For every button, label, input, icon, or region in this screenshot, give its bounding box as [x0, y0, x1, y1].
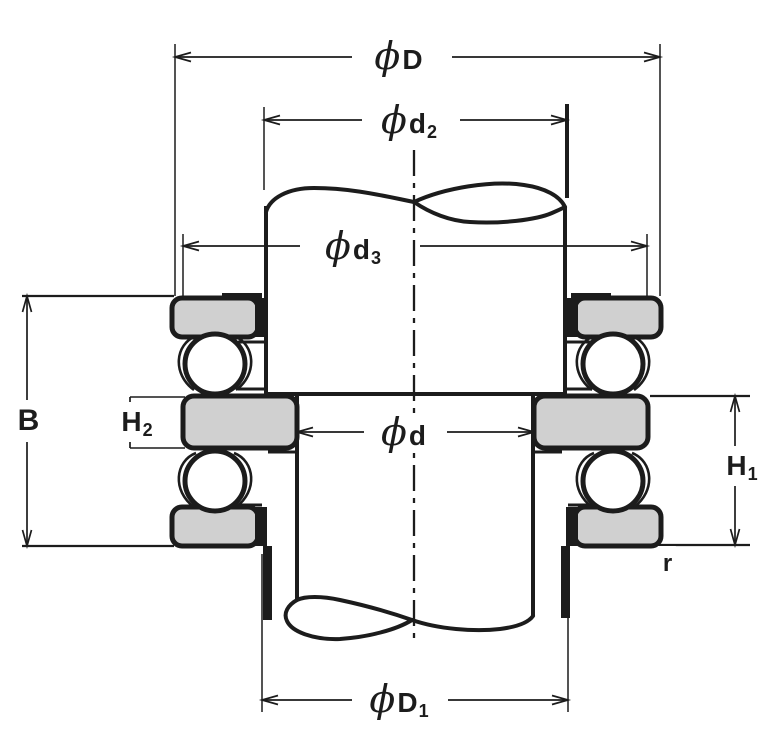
- arrowhead-phiD-right: [643, 51, 664, 63]
- washer-seat-notch-right: [571, 293, 611, 299]
- phi-symbol: ϕ: [369, 677, 396, 721]
- washer-seat-notch-left: [222, 293, 262, 299]
- arrowhead-phid3-left: [179, 240, 200, 252]
- sleeve-bar-left: [263, 546, 272, 620]
- washer-bore-bar: [566, 298, 578, 337]
- dim-subscript: 2: [142, 420, 153, 440]
- shaft-washer-center-right: [531, 393, 651, 451]
- dim-subscript: 2: [427, 122, 438, 142]
- phi-symbol: ϕ: [380, 410, 407, 454]
- shaft-break-top: [264, 185, 416, 214]
- arrowhead-phid3-right: [630, 240, 651, 252]
- ball-with-cage-bottom-left: [179, 451, 251, 511]
- arrowhead-phiD-left: [171, 51, 192, 63]
- phi-symbol: ϕ: [324, 224, 351, 268]
- dim-label-B: B: [12, 400, 44, 442]
- ball-with-cage-bottom-right: [577, 451, 649, 511]
- shaft-break-bottom: [283, 598, 414, 642]
- dim-letter: r: [662, 550, 673, 577]
- arrowhead-B-up: [21, 292, 33, 313]
- dim-letter: H: [726, 450, 747, 481]
- housing-washer-top-right: [572, 295, 664, 340]
- arrowhead-phiD1-left: [258, 694, 279, 706]
- phi-symbol: ϕ: [380, 98, 407, 142]
- dim-label-r: r: [657, 546, 677, 582]
- shaft-break-top: [412, 181, 567, 209]
- dim-letter: d: [408, 420, 427, 451]
- dim-subscript: 1: [747, 464, 758, 484]
- dim-letter: d: [352, 234, 370, 265]
- arrowhead-phid2-left: [260, 114, 281, 126]
- dim-subscript: 3: [371, 248, 382, 268]
- shaft-washer-center-left: [180, 393, 300, 451]
- housing-washer-top-left: [169, 295, 261, 340]
- washer-bore-bar: [255, 507, 267, 546]
- washer-bore-bar: [255, 298, 267, 337]
- shaft-break-top: [412, 200, 567, 225]
- arrowhead-H1-down: [729, 528, 741, 549]
- arrowhead-phiD1-right: [551, 694, 572, 706]
- shaft-break-bottom: [295, 595, 414, 622]
- dim-letter: H: [121, 406, 142, 437]
- dim-letter: D: [397, 687, 418, 718]
- shaft-break-bottom: [410, 614, 535, 633]
- dim-letter: D: [402, 44, 423, 75]
- arrowhead-phid2-right: [550, 114, 571, 126]
- dim-letter: d: [408, 108, 426, 139]
- phi-symbol: ϕ: [374, 34, 401, 78]
- arrowhead-B-down: [21, 529, 33, 550]
- arrowhead-H1-up: [729, 392, 741, 413]
- washer-bore-bar: [566, 507, 578, 546]
- sleeve-bar-right: [561, 546, 570, 618]
- dim-letter: B: [17, 404, 40, 437]
- dim-subscript: 1: [418, 701, 429, 721]
